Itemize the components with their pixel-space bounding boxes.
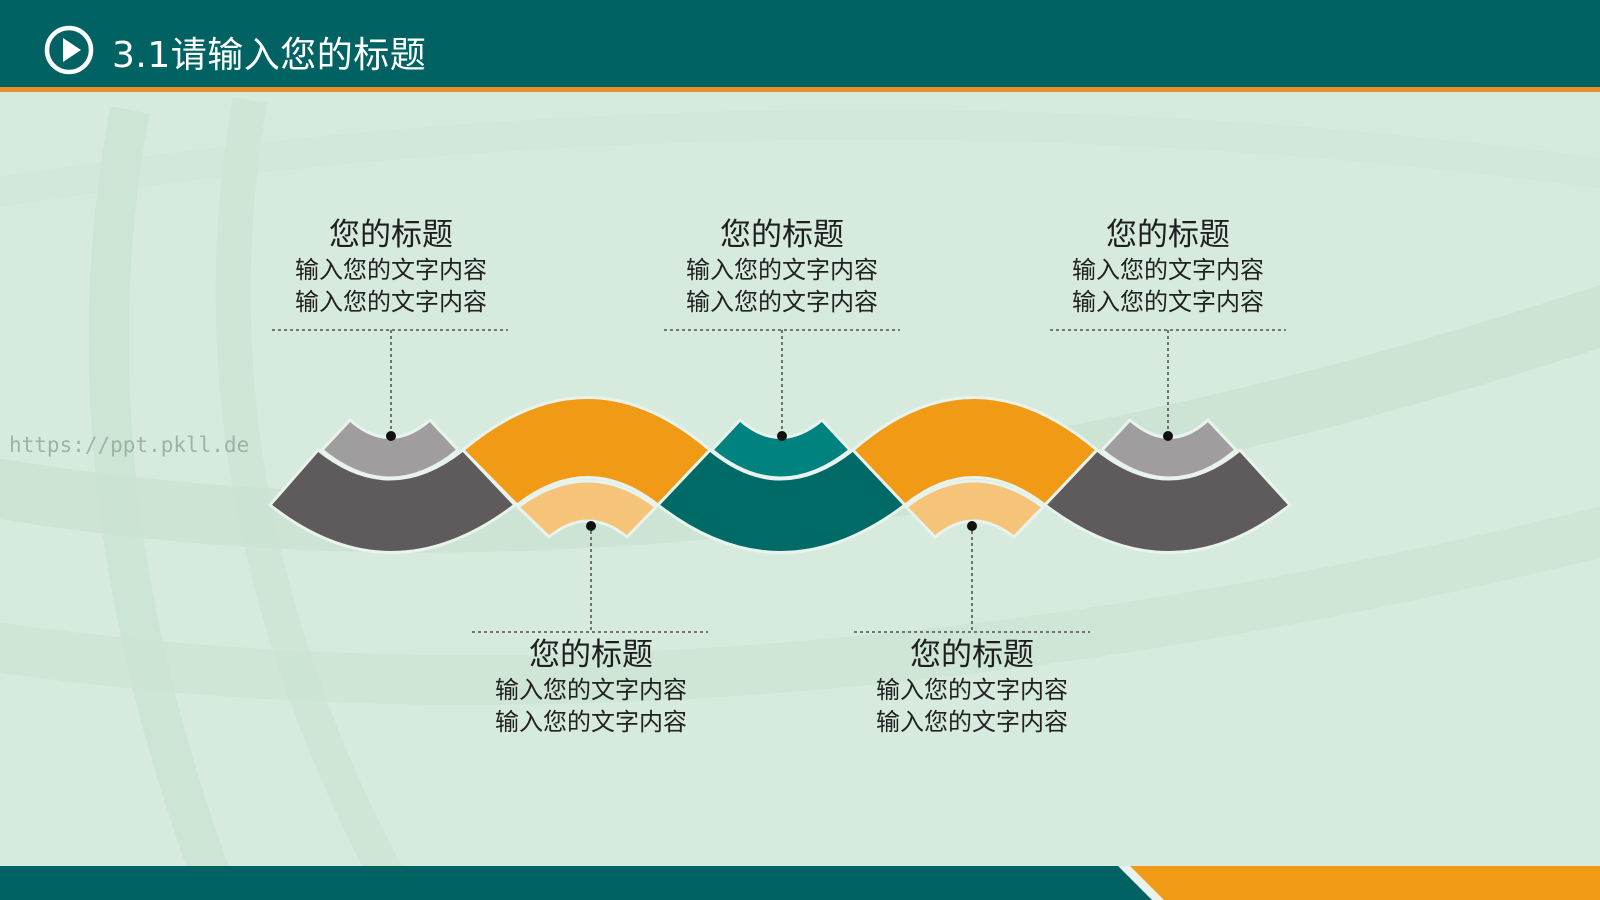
- item-title: 您的标题: [529, 637, 653, 673]
- slide-title: 3.1请输入您的标题: [112, 35, 427, 76]
- item-text: 输入您的文字内容: [686, 256, 878, 284]
- anchor-dot-1: [386, 431, 396, 441]
- label-item-4: 您的标题 输入您的文字内容 输入您的文字内容: [431, 636, 751, 738]
- arc-segment-3-inner: [710, 418, 852, 480]
- item-text: 输入您的文字内容: [1072, 256, 1264, 284]
- label-item-2: 您的标题 输入您的文字内容 输入您的文字内容: [622, 216, 942, 318]
- label-item-5: 您的标题 输入您的文字内容 输入您的文字内容: [812, 636, 1132, 738]
- item-text: 输入您的文字内容: [295, 256, 487, 284]
- play-circle-icon: [44, 25, 94, 75]
- item-title: 您的标题: [910, 637, 1034, 673]
- anchor-dot-4: [586, 521, 596, 531]
- item-text: 输入您的文字内容: [876, 708, 1068, 736]
- anchor-dot-3: [1163, 431, 1173, 441]
- arc-segment-4-outer: [851, 396, 1099, 507]
- slide-header: 3.1请输入您的标题: [0, 0, 1600, 92]
- arc-segment-2-inner: [516, 479, 658, 539]
- item-title: 您的标题: [720, 217, 844, 253]
- item-text: 输入您的文字内容: [1072, 288, 1264, 316]
- label-item-1: 您的标题 输入您的文字内容 输入您的文字内容: [231, 216, 551, 318]
- watermark-text: https://ppt.pkll.de: [9, 433, 250, 457]
- item-text: 输入您的文字内容: [686, 288, 878, 316]
- item-text: 输入您的文字内容: [295, 288, 487, 316]
- arc-segment-5-inner: [1100, 418, 1238, 480]
- item-text: 输入您的文字内容: [876, 676, 1068, 704]
- anchor-dot-5: [967, 521, 977, 531]
- label-item-3: 您的标题 输入您的文字内容 输入您的文字内容: [1008, 216, 1328, 318]
- anchor-dot-2: [777, 431, 787, 441]
- arc-segment-2-outer: [461, 396, 712, 507]
- arc-segment-4-inner: [904, 479, 1045, 539]
- item-text: 输入您的文字内容: [495, 708, 687, 736]
- item-title: 您的标题: [329, 217, 453, 253]
- slide-footer: [0, 866, 1600, 900]
- item-title: 您的标题: [1106, 217, 1230, 253]
- arc-segment-1-inner: [320, 418, 460, 480]
- item-text: 输入您的文字内容: [495, 676, 687, 704]
